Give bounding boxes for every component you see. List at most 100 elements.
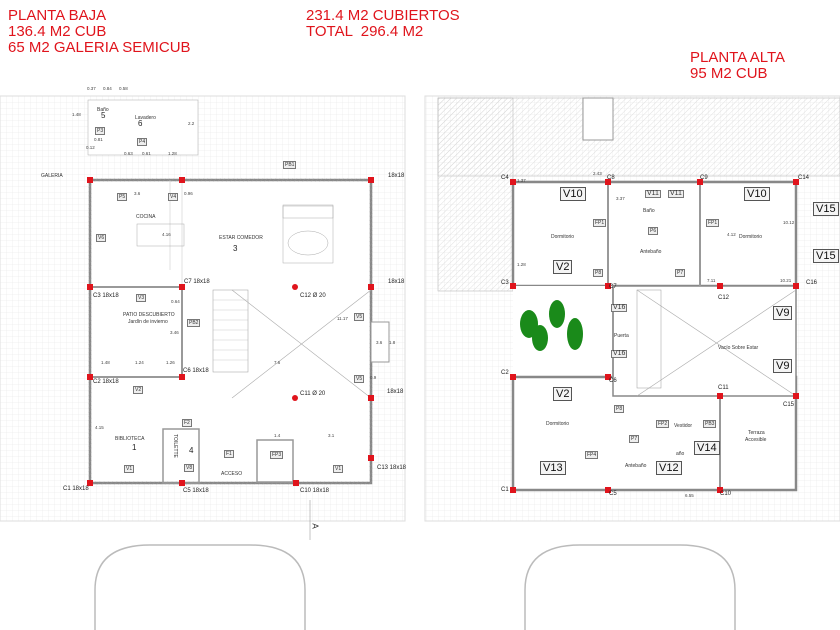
total-area: TOTAL 296.4 M2 — [306, 23, 424, 40]
upper-floor-covered-area: 95 M2 CUB — [690, 65, 768, 82]
room-label: Puerta — [614, 333, 629, 339]
total-covered-area: 231.4 M2 CUBIERTOS — [306, 7, 460, 24]
column-label: C3 18x18 — [93, 293, 119, 299]
window-tag: V10 — [560, 187, 586, 201]
door-tag: P6 — [648, 227, 659, 235]
dimension: 1.8 — [389, 340, 396, 345]
window-tag: V1 — [333, 465, 344, 473]
roof-left — [437, 97, 514, 292]
room-number: 5 — [101, 111, 106, 120]
dimension: 10.12 — [783, 220, 795, 225]
door-tag: P3 — [95, 127, 106, 135]
driveway-arc-right — [524, 544, 736, 630]
dimension: 1.28 — [517, 262, 526, 267]
upper-columns — [510, 179, 799, 493]
window-tag: V13 — [540, 461, 566, 475]
window-tag: F2 — [182, 419, 192, 427]
room-number: 3 — [233, 244, 238, 253]
column-label: C7 — [609, 284, 617, 290]
dimension: 2.2 — [188, 121, 195, 126]
door-tag: P5 — [117, 193, 128, 201]
door-tag: PB1 — [283, 161, 297, 169]
room-label: Vestidor — [674, 423, 693, 429]
column-label: 18x18 — [388, 173, 405, 179]
door-tag: P7 — [675, 269, 686, 277]
door-tag: PB2 — [187, 319, 201, 327]
door-tag: FP3 — [270, 451, 284, 459]
door-tag: F1 — [224, 450, 234, 458]
door-tag: P8 — [593, 269, 604, 277]
column-label: C8 — [607, 175, 615, 181]
room-label: COCINA — [136, 214, 156, 220]
room-label: Antebaño — [640, 249, 662, 255]
door-tag: P7 — [629, 435, 640, 443]
dimension: 0.63 — [124, 151, 133, 156]
dimension: 10.21 — [780, 278, 792, 283]
window-tag: V2 — [133, 386, 144, 394]
room-label: BIBLIOTECA — [115, 436, 145, 442]
column-label: C7 18x18 — [184, 279, 210, 285]
door-tag: P8 — [614, 405, 625, 413]
dimension: 3.6 — [376, 340, 383, 345]
column-label: C2 18x18 — [93, 379, 119, 385]
room-label: ACCESO — [221, 471, 243, 477]
column-label: C12 Ø 20 — [300, 293, 326, 299]
dimension: 7.11 — [707, 278, 716, 283]
column-label: C10 18x18 — [300, 488, 330, 494]
window-tag: V4 — [168, 193, 179, 201]
dimension: 1.4 — [274, 433, 281, 438]
room-label: ESTAR COMEDOR — [219, 235, 263, 241]
column-label: C5 — [609, 491, 617, 497]
column-label: 18x18 — [387, 389, 404, 395]
window-tag: V10 — [744, 187, 770, 201]
room-number: 4 — [189, 446, 194, 455]
column-label: C6 — [609, 378, 617, 384]
window-tag: V9 — [773, 306, 793, 320]
column-label: C1 18x18 — [63, 486, 89, 492]
column-label: C6 18x18 — [183, 368, 209, 374]
window-tag: V3 — [136, 294, 147, 302]
room-label: Dormitorio — [546, 421, 570, 427]
section-marker: A — [310, 523, 320, 529]
door-tag: FP4 — [585, 451, 599, 459]
room-label: Lavadero — [135, 115, 156, 121]
dimension: 0.58 — [119, 86, 128, 91]
column-label: C11 Ø 20 — [300, 391, 326, 397]
dimension: 0.12 — [86, 145, 95, 150]
column-label: C12 — [718, 295, 730, 301]
dimension: 4.16 — [162, 232, 171, 237]
room-label: Baño — [97, 107, 109, 113]
door-tag: FP1 — [593, 219, 607, 227]
door-tag: PB3 — [703, 420, 717, 428]
window-tag: V15 — [813, 249, 839, 263]
room-label: Vacío Sobre Estar — [718, 345, 759, 351]
dimension: 3.37 — [616, 196, 625, 201]
dimension: 1.37 — [517, 178, 526, 183]
dimension: 1.48 — [72, 112, 81, 117]
ground-floor-covered-area: 136.4 M2 CUB — [8, 23, 107, 40]
room-label: Baño — [643, 208, 655, 214]
window-tag: V9 — [773, 359, 793, 373]
room-label: PATIO DESCUBIERTO — [123, 312, 175, 318]
dimension: 4.12 — [727, 232, 736, 237]
room-label: GALERIA — [41, 173, 63, 179]
room-label: Dormitorio — [739, 234, 763, 240]
dimension: 4.15 — [95, 425, 104, 430]
dimension: 6.55 — [685, 493, 694, 498]
column-label: C5 18x18 — [183, 488, 209, 494]
room-label: TOILETTE — [171, 434, 178, 458]
window-tag: V15 — [813, 202, 839, 216]
room-label: Terraza — [748, 430, 765, 436]
window-tag: V5 — [354, 313, 365, 321]
room-label: Dormitorio — [551, 234, 575, 240]
dimension: 2.43 — [593, 171, 602, 176]
window-tag: V11 — [645, 190, 661, 198]
upper-floor-title: PLANTA ALTA — [690, 49, 786, 66]
column-label: C2 — [501, 370, 509, 376]
dimension: 0.9 — [370, 375, 377, 380]
dimension: 11.17 — [337, 316, 348, 321]
dimension: 0.84 — [103, 86, 112, 91]
column-label: C9 — [700, 175, 708, 181]
window-tag: V16 — [611, 304, 628, 312]
